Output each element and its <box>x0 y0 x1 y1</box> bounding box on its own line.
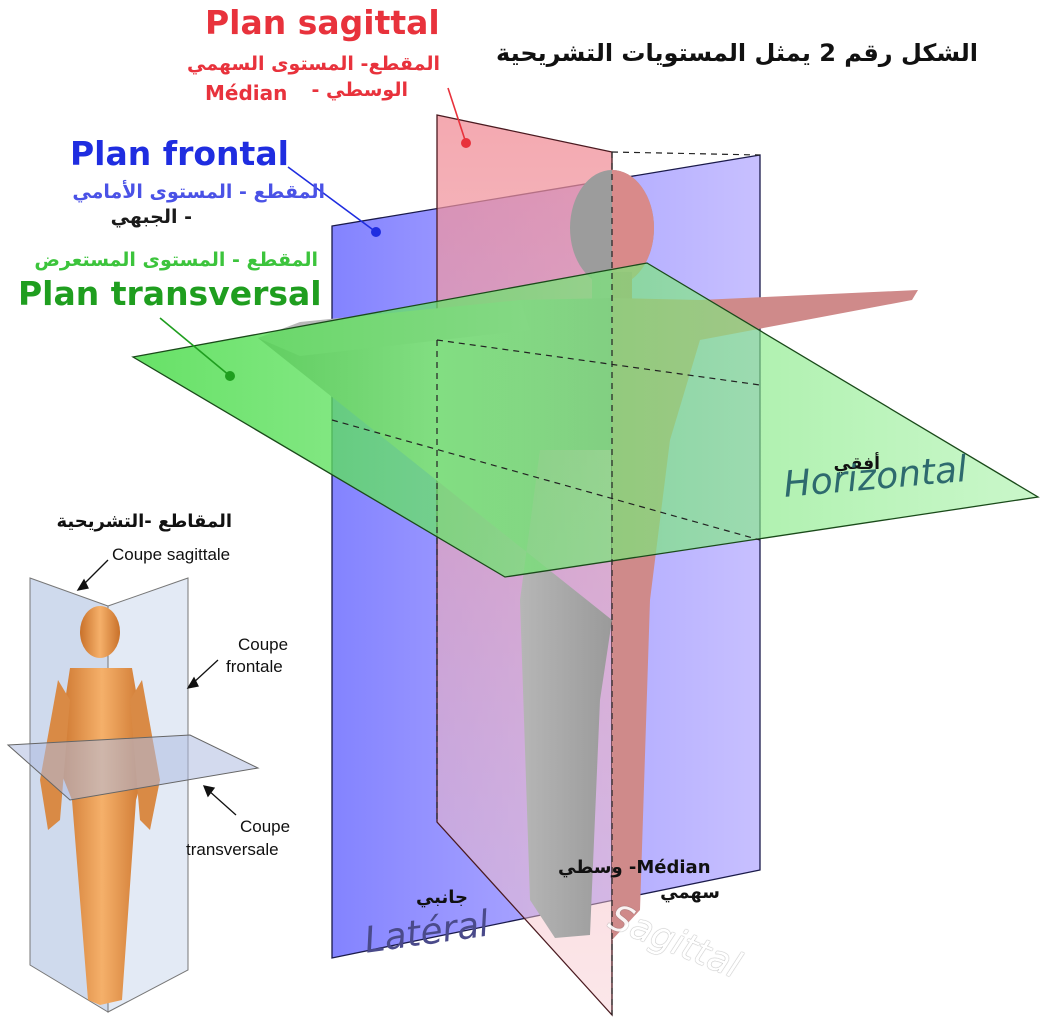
sagittal-plane-arabic-line2: الوسطي - <box>312 80 408 101</box>
sagittal-plane-label: Plan sagittal <box>205 5 440 41</box>
frontal-plane-label: Plan frontal <box>70 136 289 172</box>
coupe-sagittale-label: Coupe sagittale <box>112 546 230 565</box>
frontal-plane-arabic-line2: - الجبهي <box>111 207 192 228</box>
transverse-plane-arabic: المقطع - المستوى المستعرض <box>34 250 318 271</box>
frontal-plane-arabic-line1: المقطع - المستوى الأمامي <box>72 182 325 203</box>
figure-title-arabic: الشكل رقم 2 يمثل المستويات التشريحية <box>496 40 978 66</box>
sagittal-plane-arabic-line1: المقطع- المستوى السهمي <box>187 54 440 75</box>
sagittal-plane-median: Médian <box>205 82 287 104</box>
inset-planes-figure <box>8 578 258 1012</box>
inset-title-arabic: المقاطع -التشريحية <box>57 512 232 532</box>
median-sagittal-line: وسطي -Médian <box>558 858 711 878</box>
coupe-transversale-label-line1: Coupe <box>240 818 290 837</box>
sagittal-arabic-label: سهمي <box>660 883 720 903</box>
coupe-frontale-label-line2: frontale <box>226 658 283 677</box>
coupe-transversale-label-line2: transversale <box>186 841 279 860</box>
lateral-arabic-label: جانبي <box>416 888 468 908</box>
coupe-frontale-label-line1: Coupe <box>238 636 288 655</box>
transverse-plane-label: Plan transversal <box>18 276 322 312</box>
